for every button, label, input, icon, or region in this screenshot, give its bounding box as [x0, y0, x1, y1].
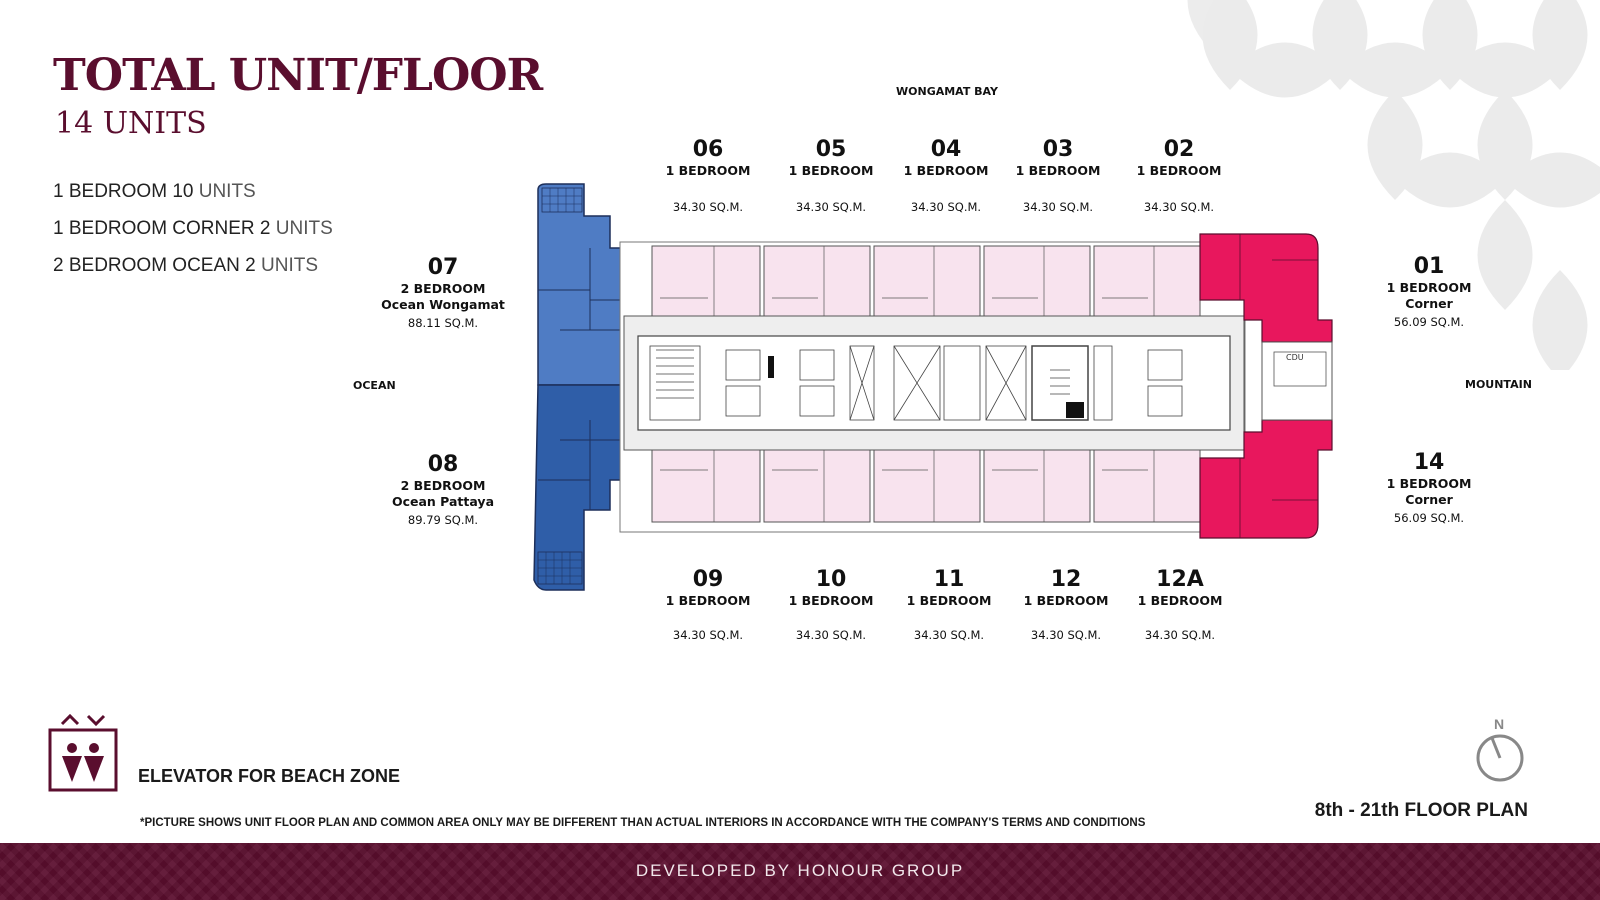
floor-plan-label: 8th - 21th FLOOR PLAN: [1314, 800, 1528, 821]
elevator-icon: [48, 713, 118, 792]
compass-icon: [1476, 734, 1524, 782]
footer-bar: DEVELOPED BY HONOUR GROUP: [0, 843, 1600, 900]
disclaimer-note: *PICTURE SHOWS UNIT FLOOR PLAN AND COMMO…: [140, 817, 1146, 829]
unit-mix-item: 1 BEDROOM CORNER 2 UNITS: [53, 218, 333, 239]
unit-01-area: [1199, 233, 1333, 343]
cdu-tag: CDU: [1286, 353, 1304, 362]
unit-14-area: [1199, 419, 1333, 539]
page-subtitle: 14 UNITS: [55, 106, 207, 141]
unit-mix-item: 2 BEDROOM OCEAN 2 UNITS: [53, 255, 319, 276]
page-title: TOTAL UNIT/FLOOR: [53, 50, 543, 101]
direction-east: MOUNTAIN: [1465, 378, 1532, 391]
unit-mix-item: 1 BEDROOM 10 UNITS: [53, 181, 256, 202]
decorative-pattern: [1187, 0, 1600, 370]
legend-label: ELEVATOR FOR BEACH ZONE: [138, 766, 401, 786]
compass-label: N: [1494, 716, 1505, 732]
direction-west: OCEAN: [353, 379, 396, 392]
floor-plan: CDU: [533, 183, 1333, 591]
footer-text: DEVELOPED BY HONOUR GROUP: [635, 861, 965, 880]
direction-north: WONGAMAT BAY: [896, 85, 998, 98]
